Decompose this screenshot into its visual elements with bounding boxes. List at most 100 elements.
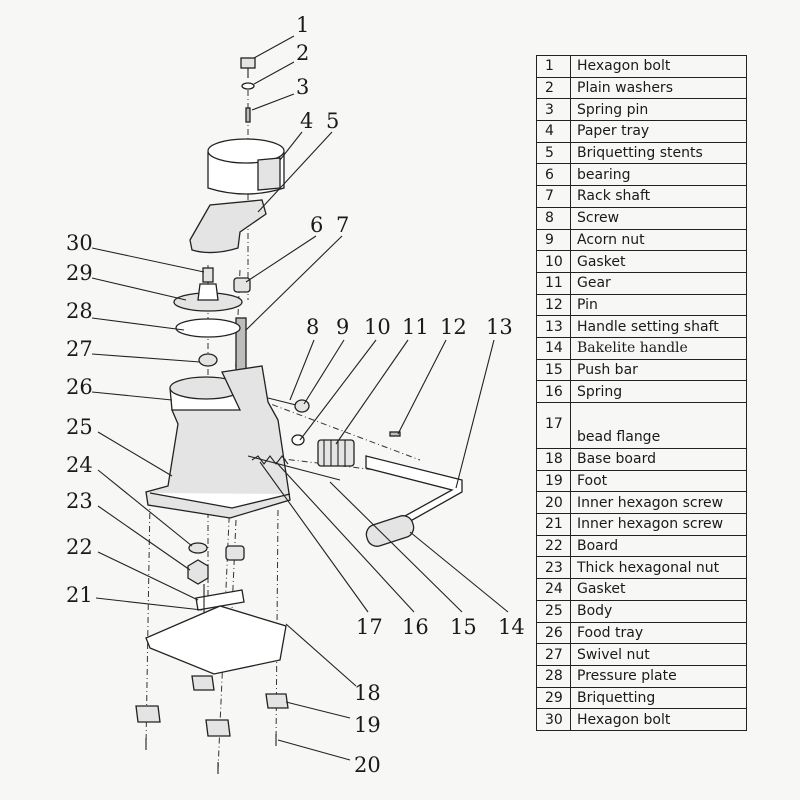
part-number-cell: 18 [536, 448, 571, 471]
callout-20: 20 [354, 753, 381, 777]
part-name-cell: bearing [570, 163, 747, 187]
part-name-cell: bead flange [570, 402, 747, 449]
part-number-cell: 29 [536, 686, 571, 710]
part-number-cell: 5 [536, 141, 571, 165]
part-name-cell: Spring [570, 380, 747, 403]
part-plain-washer [241, 82, 255, 90]
part-name-cell: Thick hexagonal nut [570, 556, 747, 580]
part-hexagon-bolt-30 [202, 267, 214, 283]
callout-30: 30 [66, 231, 93, 255]
part-number-cell: 20 [536, 491, 571, 515]
part-number-cell: 26 [536, 621, 571, 645]
part-number-cell: 14 [536, 336, 571, 360]
callout-22: 22 [66, 535, 93, 559]
part-briquetting-stent [189, 199, 267, 254]
part-name-cell: Screw [570, 206, 747, 230]
callout-17: 17 [356, 615, 383, 639]
callout-12: 12 [440, 315, 467, 339]
part-name-cell: Briquetting [570, 686, 747, 710]
part-gasket-10 [291, 434, 305, 446]
part-name-cell: Board [570, 534, 747, 558]
part-base-board [145, 605, 287, 675]
part-thick-hex-nut [187, 559, 209, 585]
part-name-cell: Gasket [570, 578, 747, 601]
part-body [145, 365, 291, 519]
callout-7: 7 [336, 213, 349, 237]
part-name-cell: Spring pin [570, 98, 747, 122]
part-name-cell: Food tray [570, 621, 747, 645]
callout-8: 8 [306, 315, 319, 339]
part-name-cell: Handle setting shaft [570, 315, 747, 338]
callout-9: 9 [336, 315, 349, 339]
part-name-cell: Bakelite handle [570, 336, 747, 360]
callout-14: 14 [498, 615, 525, 639]
callout-25: 25 [66, 415, 93, 439]
part-number-cell: 4 [536, 120, 571, 143]
part-screw-and-nut [267, 397, 310, 413]
part-name-cell: Plain washers [570, 76, 747, 100]
part-number-cell: 3 [536, 98, 571, 122]
part-name-cell: Body [570, 599, 747, 623]
callout-21: 21 [66, 583, 93, 607]
part-name-cell: Gasket [570, 250, 747, 273]
part-bakelite-handle [365, 515, 415, 547]
part-feet [135, 675, 289, 737]
part-pressure-plate [175, 318, 241, 338]
part-handle-setting-shaft [365, 455, 463, 529]
callout-6: 6 [310, 213, 323, 237]
part-number-cell: 13 [536, 315, 571, 338]
callout-numbers: 1 2 3 4 5 6 7 30 29 28 27 26 25 24 23 22… [66, 13, 525, 777]
callout-18: 18 [354, 681, 381, 705]
part-name-cell: Swivel nut [570, 643, 747, 666]
part-name-cell: Inner hexagon screw [570, 491, 747, 515]
part-number-cell: 24 [536, 578, 571, 601]
callout-15: 15 [450, 615, 477, 639]
part-name-cell: Inner hexagon screw [570, 513, 747, 536]
part-push-bar [247, 455, 341, 481]
part-number-cell: 30 [536, 708, 571, 731]
callout-28: 28 [66, 299, 93, 323]
callout-5: 5 [326, 109, 339, 133]
part-number-cell: 21 [536, 513, 571, 536]
part-pin [389, 431, 401, 437]
part-number-cell: 6 [536, 163, 571, 187]
callout-27: 27 [66, 337, 93, 361]
part-number-cell: 10 [536, 250, 571, 273]
callout-19: 19 [354, 713, 381, 737]
callout-11: 11 [402, 315, 429, 339]
part-number-cell: 27 [536, 643, 571, 666]
callout-3: 3 [296, 75, 309, 99]
part-number-cell: 28 [536, 664, 571, 688]
part-number-cell: 8 [536, 206, 571, 230]
part-spring-pin [245, 107, 251, 123]
part-name-cell: Hexagon bolt [570, 708, 747, 731]
part-name-cell: Acorn nut [570, 228, 747, 252]
callout-29: 29 [66, 261, 93, 285]
part-number-cell: 9 [536, 228, 571, 252]
